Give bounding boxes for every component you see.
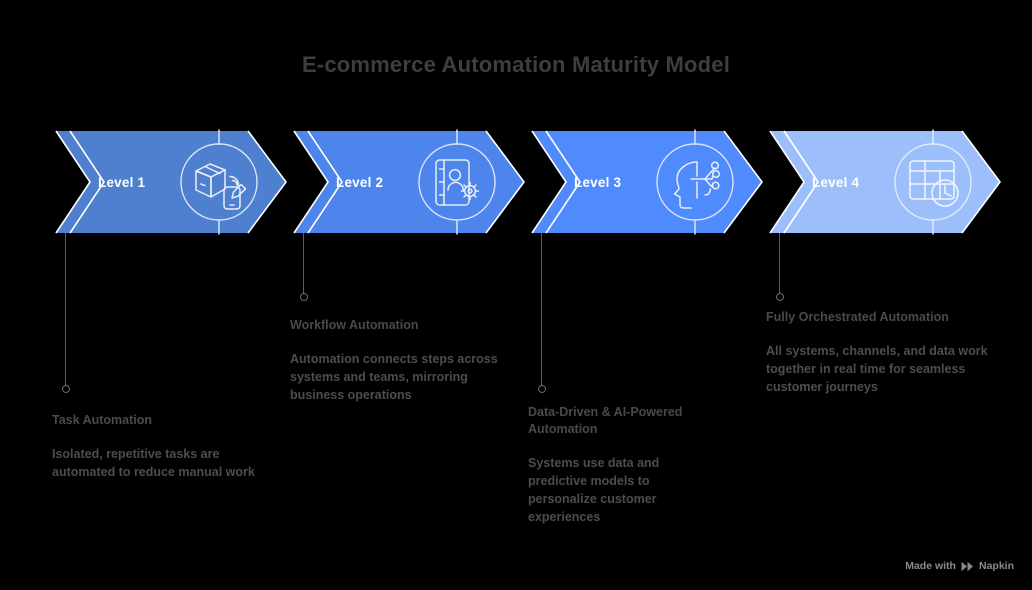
stage-level-3[interactable]: Level 3	[524, 129, 763, 235]
block-heading-3: Data-Driven & AI-Powered Automation	[528, 405, 683, 436]
chevron-notch-outline-level-2	[293, 130, 329, 234]
chevron-inner-stripe-level-3	[545, 130, 581, 234]
connector-line-1	[65, 233, 66, 387]
chevron-tip-outline-level-4	[961, 130, 1001, 234]
chevron-tip-outline-level-3	[723, 130, 763, 234]
text-block-level-4: Fully Orchestrated Automation All system…	[766, 309, 988, 396]
table-clock-schedule-icon	[894, 129, 972, 235]
block-body-3: Systems use data and predictive models t…	[528, 456, 660, 524]
chevron-body-level-2	[294, 131, 524, 233]
chevron-inner-stripe-level-4	[783, 130, 819, 234]
watermark-text: Made with	[905, 560, 956, 572]
chevron-notch-outline-level-1	[55, 130, 91, 234]
watermark-brand: Napkin	[978, 560, 1014, 572]
chevron-inner-stripe-level-2	[307, 130, 343, 234]
chevron-notch-outline-level-4	[769, 130, 805, 234]
connector-line-2	[303, 233, 304, 295]
connector-dot-1	[61, 385, 70, 393]
watermark: Made with Napkin	[905, 560, 1014, 572]
connector-dot-4	[775, 293, 784, 301]
text-block-level-3: Data-Driven & AI-Powered Automation Syst…	[528, 404, 716, 526]
chevron-tip-outline-level-1	[247, 130, 287, 234]
chevron-shape-level-2	[286, 130, 525, 234]
chevron-body-level-3	[532, 131, 762, 233]
ai-head-network-icon	[656, 129, 734, 235]
block-heading-4: Fully Orchestrated Automation	[766, 310, 949, 324]
block-heading-2: Workflow Automation	[290, 318, 419, 332]
chevron-inner-stripe-level-1	[69, 130, 105, 234]
chevron-tip-outline-level-2	[485, 130, 525, 234]
block-body-2: Automation connects steps across systems…	[290, 352, 498, 402]
connector-dot-3	[537, 385, 546, 393]
package-mobile-scan-icon	[180, 129, 258, 235]
chevron-body-level-4	[770, 131, 1000, 233]
chevron-shape-level-1	[48, 130, 287, 234]
text-block-level-1: Task Automation Isolated, repetitive tas…	[52, 412, 284, 481]
connector-line-3	[541, 233, 542, 387]
block-body-1: Isolated, repetitive tasks are automated…	[52, 447, 255, 479]
chevron-notch-outline-level-3	[531, 130, 567, 234]
connector-line-4	[779, 233, 780, 295]
chevron-body-level-1	[56, 131, 286, 233]
block-heading-1: Task Automation	[52, 413, 153, 427]
stage-level-4[interactable]: Level 4	[762, 129, 1001, 235]
connector-dot-2	[299, 293, 308, 301]
napkin-logo-icon	[961, 561, 973, 571]
stage-level-1[interactable]: Level 1	[48, 129, 287, 235]
contact-book-gear-icon	[418, 129, 496, 235]
text-block-level-2: Workflow Automation Automation connects …	[290, 317, 500, 404]
chevron-shape-level-3	[524, 130, 763, 234]
chevron-shape-level-4	[762, 130, 1001, 234]
stage-level-2[interactable]: Level 2	[286, 129, 525, 235]
block-body-4: All systems, channels, and data work tog…	[766, 344, 988, 394]
page-title: E-commerce Automation Maturity Model	[301, 52, 731, 77]
